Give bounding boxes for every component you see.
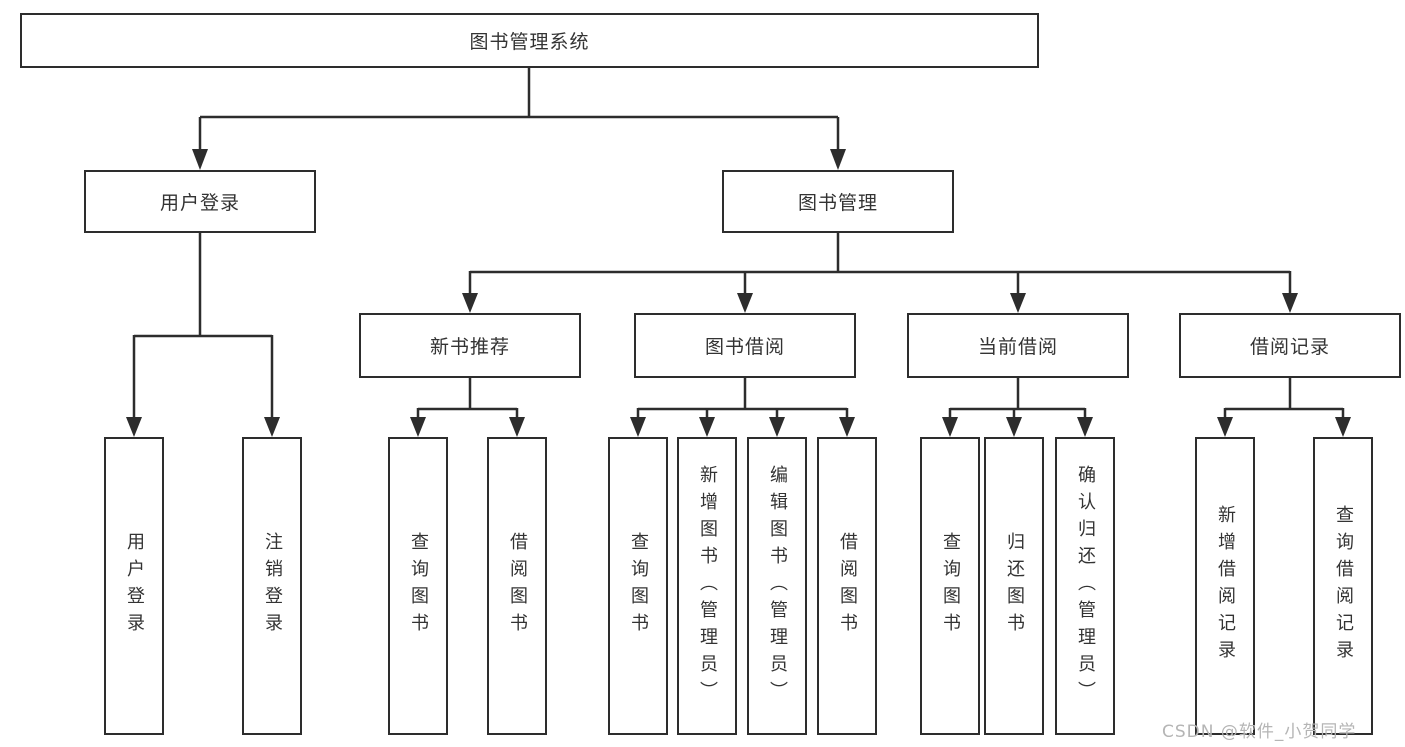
- node-library-management-system: 图书管理系统: [20, 13, 1039, 68]
- node-current-borrowing: 当前借阅: [907, 313, 1129, 378]
- node-edit-books-admin: 编辑图书（管理员）: [747, 437, 807, 735]
- node-query-books-borrowing: 查询图书: [608, 437, 668, 735]
- node-borrowing-records: 借阅记录: [1179, 313, 1401, 378]
- node-query-books-current: 查询图书: [920, 437, 980, 735]
- node-add-borrow-record: 新增借阅记录: [1195, 437, 1255, 735]
- node-borrow-books-recommend: 借阅图书: [487, 437, 547, 735]
- node-user-login-action: 用户登录: [104, 437, 164, 735]
- csdn-watermark: CSDN @软件_小贺同学: [1162, 722, 1357, 742]
- node-new-book-recommendation: 新书推荐: [359, 313, 581, 378]
- node-user-login: 用户登录: [84, 170, 316, 233]
- node-borrow-books: 借阅图书: [817, 437, 877, 735]
- node-add-books-admin: 新增图书（管理员）: [677, 437, 737, 735]
- node-query-books-recommend: 查询图书: [388, 437, 448, 735]
- node-logout-action: 注销登录: [242, 437, 302, 735]
- node-query-borrow-record: 查询借阅记录: [1313, 437, 1373, 735]
- node-book-management: 图书管理: [722, 170, 954, 233]
- node-book-borrowing: 图书借阅: [634, 313, 856, 378]
- node-return-books: 归还图书: [984, 437, 1044, 735]
- node-confirm-return-admin: 确认归还（管理员）: [1055, 437, 1115, 735]
